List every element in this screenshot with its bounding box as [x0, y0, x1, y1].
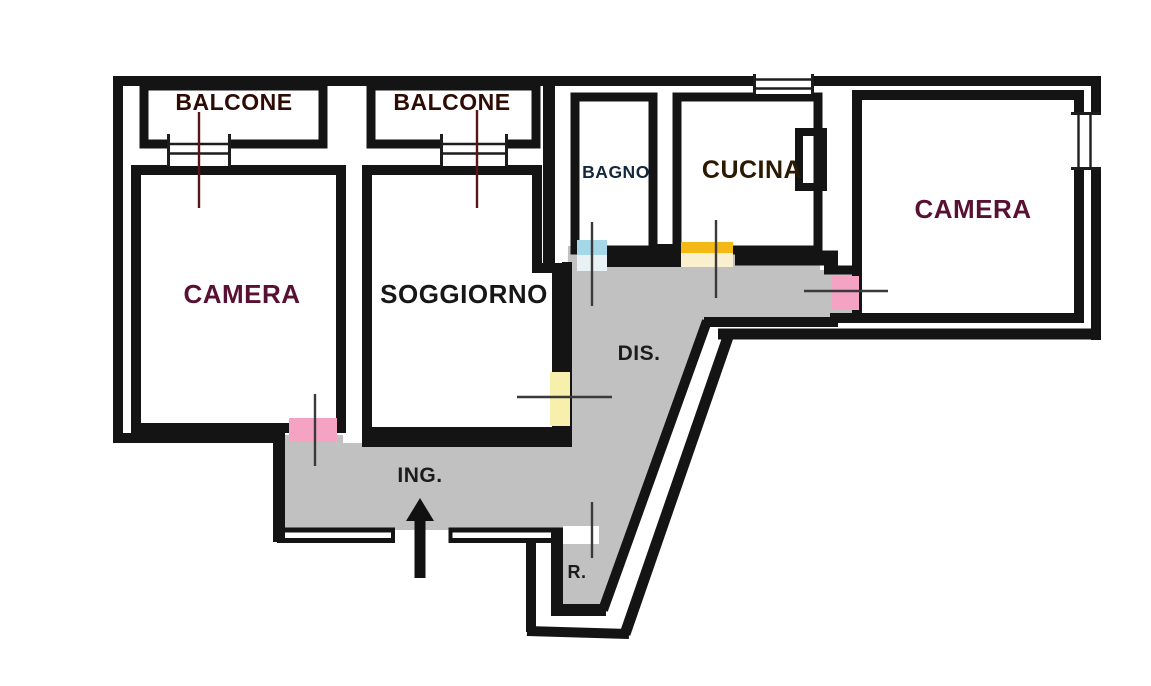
camera-right-doorway [832, 276, 859, 310]
balcone-right-label: BALCONE [393, 89, 510, 115]
perimeter-walls [113, 76, 1101, 443]
cucina-doorway [681, 242, 733, 253]
soggiorno-doorway [550, 372, 570, 426]
room-camera-right [852, 90, 1084, 323]
camera-right-floor [852, 90, 1084, 323]
cucina-doorway-threshold [681, 253, 733, 267]
interior-walls [273, 81, 858, 639]
balcone-left-label: BALCONE [175, 89, 292, 115]
cucina-floor [672, 92, 823, 255]
camera-left-floor [131, 165, 346, 433]
door-lines [197, 110, 888, 558]
window-balcone-right-icon [440, 133, 508, 167]
camera-left-doorway [289, 418, 337, 441]
soggiorno-label: SOGGIORNO [380, 279, 548, 309]
entrance-arrow-icon [406, 498, 434, 578]
room-cucina [672, 92, 827, 255]
bagno-floor [570, 92, 658, 255]
dis-label: DIS. [618, 342, 661, 365]
window-right-icon [1070, 112, 1102, 170]
camera-left-label: CAMERA [183, 279, 300, 309]
door-openings [289, 240, 859, 544]
ing-label: ING. [397, 464, 442, 487]
ripostiglio-label: R. [568, 562, 587, 582]
window-top-icon [753, 73, 814, 94]
room-labels: BALCONE BALCONE CAMERA SOGGIORNO BAGNO C… [175, 89, 1031, 582]
room-camera-left [131, 165, 346, 433]
windows [167, 73, 1102, 170]
bagno-label: BAGNO [582, 162, 650, 182]
room-bagno [570, 92, 658, 255]
cucina-wall-niche [795, 128, 827, 191]
room-soggiorno [362, 165, 562, 437]
soggiorno-floor [362, 165, 562, 437]
cucina-label: CUCINA [702, 156, 802, 184]
camera-right-label: CAMERA [914, 194, 1031, 224]
ripostiglio-doorway [563, 526, 599, 544]
